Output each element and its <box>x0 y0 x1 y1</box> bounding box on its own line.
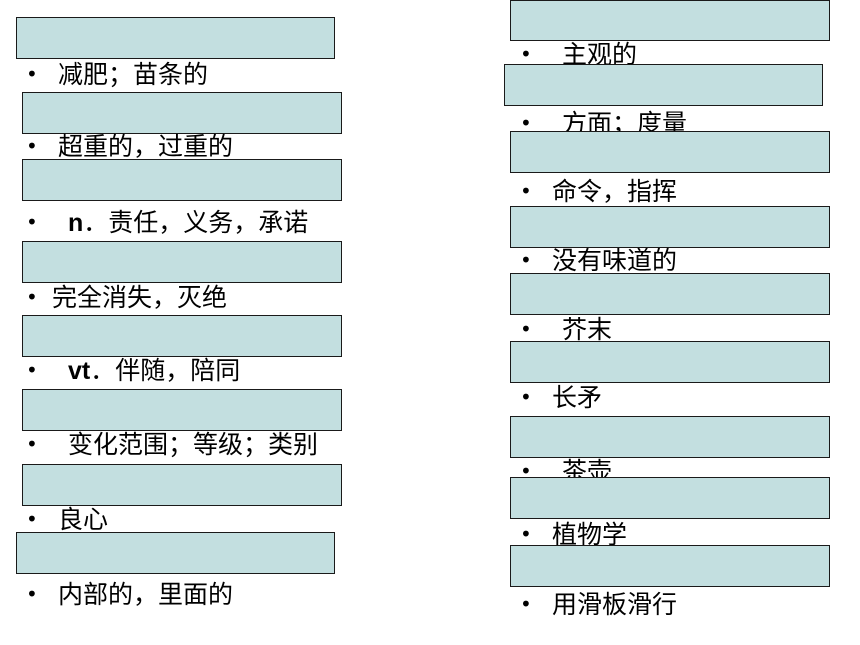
definition-left-1: 减肥；苗条的 <box>24 59 208 90</box>
answer-box-left-3[interactable] <box>22 159 342 201</box>
definition-right-9: 用滑板滑行 <box>518 589 677 620</box>
bullet-icon <box>518 382 552 413</box>
answer-box-right-5[interactable] <box>510 273 830 315</box>
bullet-icon <box>24 504 58 535</box>
bullet-icon <box>24 131 58 162</box>
answer-box-left-6[interactable] <box>22 389 342 431</box>
answer-box-right-7[interactable] <box>510 416 830 458</box>
definition-text: 植物学 <box>552 520 628 549</box>
answer-box-left-5[interactable] <box>22 315 342 357</box>
definition-right-4: 没有味道的 <box>518 245 677 276</box>
bullet-icon <box>24 355 58 386</box>
definition-text: ．伴随，陪同 <box>90 356 241 385</box>
definition-text: 变化范围；等级；类别 <box>68 430 319 459</box>
definition-text: 长矛 <box>552 383 603 412</box>
definition-left-4: 完全消失，灭绝 <box>24 282 227 313</box>
definition-right-3: 命令，指挥 <box>518 176 677 207</box>
answer-box-right-3[interactable] <box>510 131 830 173</box>
definition-right-8: 植物学 <box>518 519 627 550</box>
definition-text: 用滑板滑行 <box>552 590 678 619</box>
definition-right-5: 芥末 <box>518 314 612 345</box>
answer-box-left-8[interactable] <box>16 532 335 574</box>
definition-text: 减肥；苗条的 <box>58 60 209 89</box>
bullet-icon <box>518 245 552 276</box>
answer-box-right-6[interactable] <box>510 341 830 383</box>
definition-text: 芥末 <box>562 315 613 344</box>
answer-box-left-4[interactable] <box>22 241 342 283</box>
answer-box-right-8[interactable] <box>510 477 830 519</box>
answer-box-left-7[interactable] <box>22 464 342 506</box>
bullet-icon <box>24 579 58 610</box>
bullet-icon <box>24 207 58 238</box>
definition-text: ．责任，义务，承诺 <box>83 208 309 237</box>
bullet-icon <box>518 176 552 207</box>
answer-box-left-1[interactable] <box>16 17 335 59</box>
definition-left-2: 超重的，过重的 <box>24 131 233 162</box>
definition-left-3: n．责任，义务，承诺 <box>24 207 308 238</box>
bullet-icon <box>24 59 58 90</box>
definition-text: 内部的，里面的 <box>58 580 234 609</box>
definition-text: 完全消失，灭绝 <box>52 283 228 312</box>
bullet-icon <box>24 429 58 460</box>
definition-right-6: 长矛 <box>518 382 602 413</box>
definition-text: 良心 <box>58 505 109 534</box>
answer-box-right-4[interactable] <box>510 206 830 248</box>
definition-left-7: 良心 <box>24 504 108 535</box>
bullet-icon <box>24 282 52 313</box>
definition-text: 没有味道的 <box>552 246 678 275</box>
bullet-icon <box>518 589 552 620</box>
answer-box-right-2[interactable] <box>504 64 823 106</box>
part-of-speech: vt <box>68 357 91 385</box>
definition-left-8: 内部的，里面的 <box>24 579 233 610</box>
answer-box-right-9[interactable] <box>510 545 830 587</box>
definition-text: 命令，指挥 <box>552 177 678 206</box>
definition-text: 超重的，过重的 <box>58 132 234 161</box>
answer-box-right-1[interactable] <box>510 0 830 41</box>
part-of-speech: n <box>68 209 84 237</box>
definition-left-6: 变化范围；等级；类别 <box>24 429 318 460</box>
answer-box-left-2[interactable] <box>22 92 342 134</box>
definition-left-5: vt．伴随，陪同 <box>24 355 240 386</box>
